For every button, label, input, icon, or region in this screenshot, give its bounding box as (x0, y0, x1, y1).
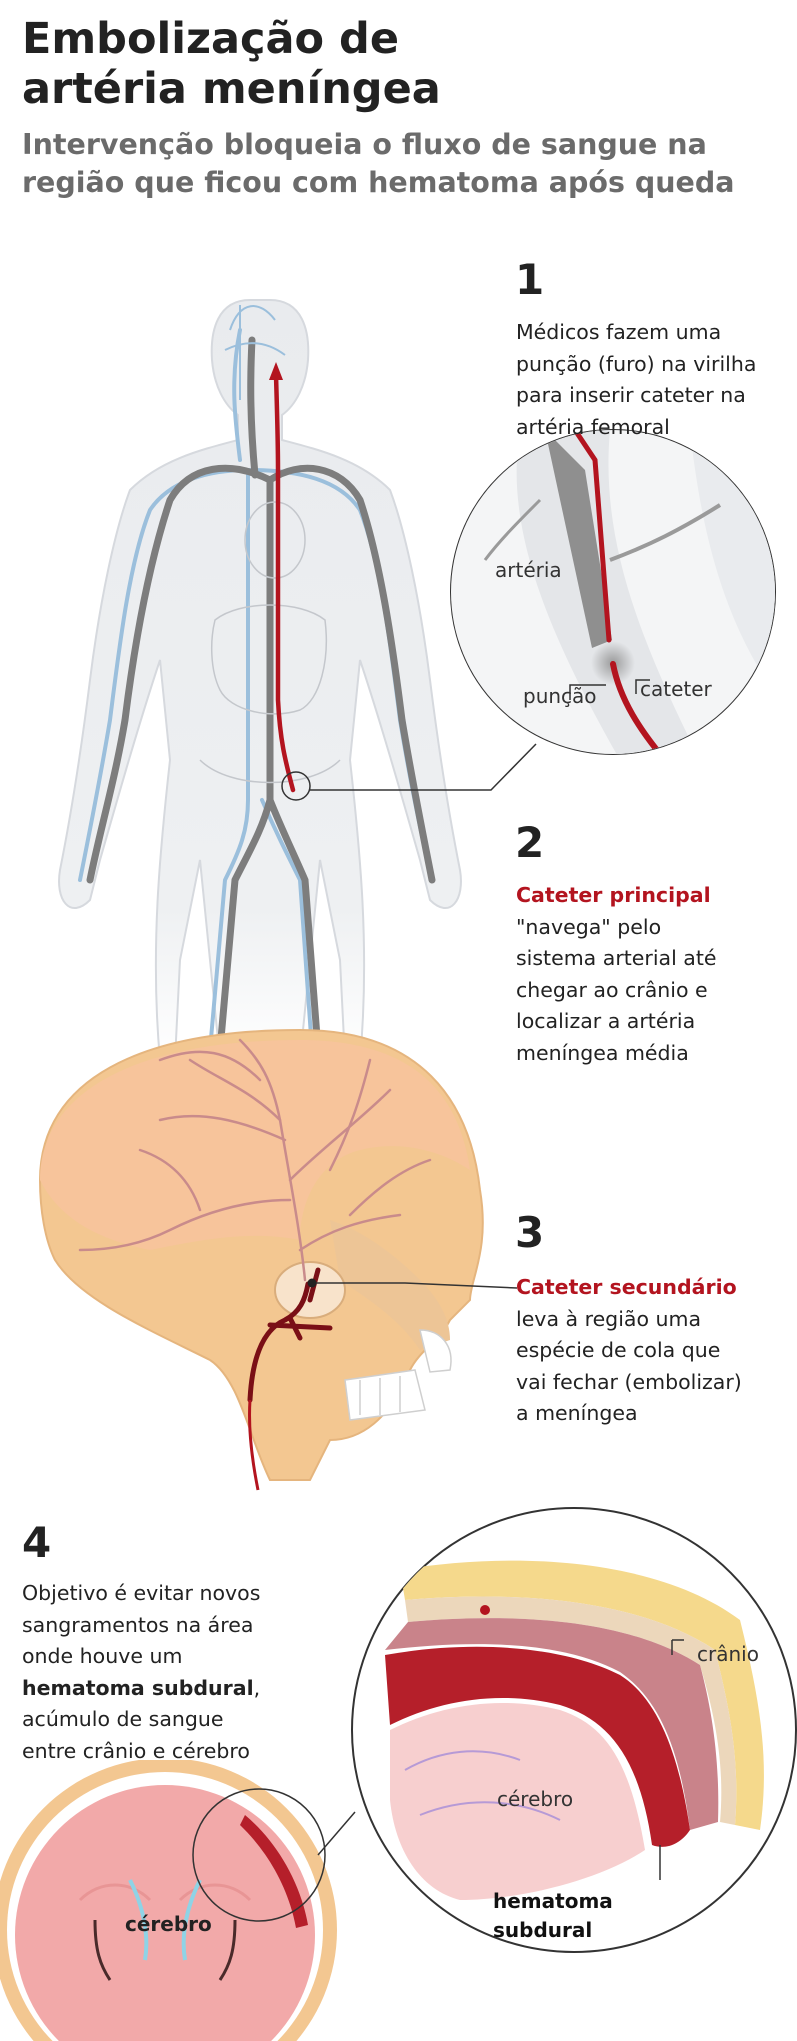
step-1-line-2: punção (furo) na virilha (516, 351, 757, 376)
step-1-line-1: Médicos fazem uma (516, 320, 722, 344)
label-cerebro-section: cérebro (125, 1912, 212, 1936)
zoom-connector-2 (317, 1811, 356, 1856)
step-4-line-2: sangramentos na área (22, 1612, 254, 1637)
catheter-arrowhead (269, 362, 283, 380)
step-2-line-5: meníngea média (516, 1040, 689, 1065)
step-3-line-2: espécie de cola que (516, 1338, 721, 1362)
step-1-text: Médicos fazem uma punção (furo) na viril… (516, 317, 756, 443)
label-cateter: cateter (640, 677, 712, 701)
step-3-highlight: Cateter secundário (516, 1275, 737, 1299)
zoom-connector-1 (310, 743, 537, 791)
page-subtitle: Intervenção bloqueia o fluxo de sangue n… (22, 126, 792, 202)
step-3-line-4: a meníngea (516, 1401, 638, 1425)
step-3-text: Cateter secundário leva à região uma esp… (516, 1272, 742, 1430)
arteries (86, 336, 436, 1054)
step-2-highlight: Cateter principal (516, 883, 711, 907)
step-4-bold: hematoma subdural (22, 1675, 254, 1700)
label-hematoma-line-1: hematoma (493, 1889, 613, 1913)
skull-artery (247, 1399, 260, 1491)
puncture-marker (281, 771, 311, 801)
step-4-number: 4 (22, 1518, 52, 1567)
label-hematoma-subdural: hematoma subdural (493, 1887, 613, 1945)
label-arteria: artéria (495, 558, 562, 582)
label-cranio: crânio (697, 1642, 759, 1666)
step-4-line-6: entre crânio e cérebro (22, 1738, 250, 1763)
skull (38, 1028, 484, 1481)
step-2-line-1: "navega" pelo (516, 914, 662, 939)
body-silhouette (58, 299, 462, 1061)
subtitle-line-1: Intervenção bloqueia o fluxo de sangue n… (22, 128, 707, 161)
meningeal-arteries (78, 1038, 432, 1282)
step-4-text: Objetivo é evitar novos sangramentos na … (22, 1578, 260, 1767)
step-2-number: 2 (515, 818, 545, 867)
step-2-line-4: localizar a artéria (516, 1009, 696, 1033)
step-1-line-4: artéria femoral (516, 414, 670, 439)
title-line-2: artéria meníngea (22, 64, 441, 114)
step-2-line-2: sistema arterial até (516, 946, 717, 970)
step-4-bold-suffix: , (253, 1675, 261, 1700)
step-2-line-3: chegar ao crânio e (516, 977, 708, 1002)
subtitle-line-2: região que ficou com hematoma após queda (22, 166, 735, 199)
step-4-line-4: hematoma subdural, (22, 1673, 260, 1705)
head-vessels (224, 305, 286, 400)
organs-outline (199, 501, 341, 784)
step-2-text: Cateter principal "navega" pelo sistema … (516, 880, 717, 1069)
label-hematoma-line-2: subdural (493, 1918, 593, 1942)
step-4-line-3: onde houve um (22, 1644, 183, 1668)
step-3-line-3: vai fechar (embolizar) (516, 1369, 742, 1394)
catheter-path (269, 362, 296, 793)
step-4-line-1: Objetivo é evitar novos (22, 1581, 261, 1605)
section-zoom-ring (192, 1788, 326, 1922)
step-3-number: 3 (515, 1208, 545, 1257)
step3-pointer-dot (307, 1278, 317, 1288)
step-3-line-1: leva à região uma (516, 1306, 702, 1331)
brain-section (0, 1760, 337, 2041)
step-1-number: 1 (515, 255, 545, 304)
step-1-line-3: para inserir cateter na (516, 383, 746, 407)
puncture-zoom (450, 429, 776, 755)
label-cerebro-zoom: cérebro (497, 1787, 574, 1811)
title-line-1: Embolização de (22, 14, 399, 64)
step-4-line-5: acúmulo de sangue (22, 1707, 224, 1731)
page-title: Embolização de artéria meníngea (22, 14, 441, 114)
hematoma-zoom (351, 1507, 797, 1953)
label-puncao: punção (523, 684, 597, 708)
step3-pointer-line (316, 1282, 518, 1289)
